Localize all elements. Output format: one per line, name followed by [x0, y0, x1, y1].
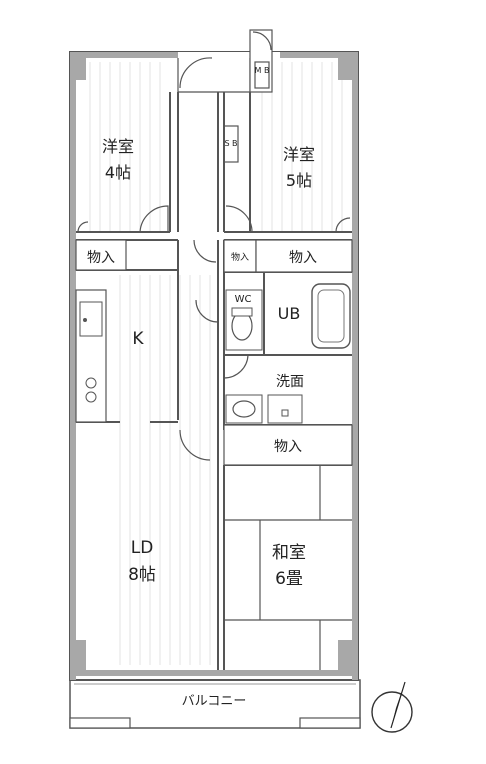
room-western-4: 洋室 4帖	[102, 137, 134, 182]
japanese-room-tatami	[224, 465, 352, 670]
flooring-pattern	[89, 62, 343, 665]
room-living: LD 8帖	[128, 538, 156, 585]
toilet-label: WC	[235, 294, 252, 305]
kitchen-counter	[75, 289, 107, 423]
room-western-5-size: 5帖	[286, 171, 312, 190]
room-japanese-name: 和室	[272, 543, 306, 563]
room-japanese: 和室 6畳	[272, 543, 306, 589]
room-kitchen: K	[132, 329, 144, 349]
north-arrow-icon	[371, 681, 413, 733]
room-japanese-size: 6畳	[275, 569, 303, 589]
closet-small: 物入	[223, 239, 257, 273]
balcony	[69, 679, 361, 729]
closet-east-label: 物入	[289, 250, 317, 266]
shoe-box: S B	[223, 125, 239, 163]
closet-japanese-label: 物入	[274, 439, 302, 455]
closet-small-label: 物入	[231, 251, 249, 263]
closet-west-label: 物入	[87, 250, 115, 266]
room-western-4-name: 洋室	[102, 137, 134, 156]
room-living-size: 8帖	[128, 565, 156, 585]
room-western-5-name: 洋室	[283, 145, 315, 164]
closet-east: 物入	[255, 239, 353, 273]
closet-west: 物入	[75, 239, 127, 271]
washroom-label: 洗面	[276, 374, 304, 390]
bath-label: UB	[278, 304, 301, 323]
door-swings	[77, 205, 351, 461]
room-western-5: 洋室 5帖	[283, 145, 315, 190]
balcony-label: バルコニー	[182, 694, 247, 709]
shoe-box-label: S B	[224, 139, 237, 148]
washroom: 洗面	[225, 374, 304, 424]
room-western-4-size: 4帖	[105, 163, 131, 182]
meter-box-label: M B	[255, 66, 270, 75]
meter-box: M B	[254, 61, 270, 89]
bath: UB	[278, 283, 351, 349]
closet-japanese: 物入	[223, 424, 353, 466]
toilet: WC	[225, 289, 263, 351]
room-living-name: LD	[131, 538, 154, 558]
interior-walls	[76, 92, 352, 670]
room-kitchen-name: K	[132, 329, 144, 349]
structural-walls	[70, 52, 358, 680]
